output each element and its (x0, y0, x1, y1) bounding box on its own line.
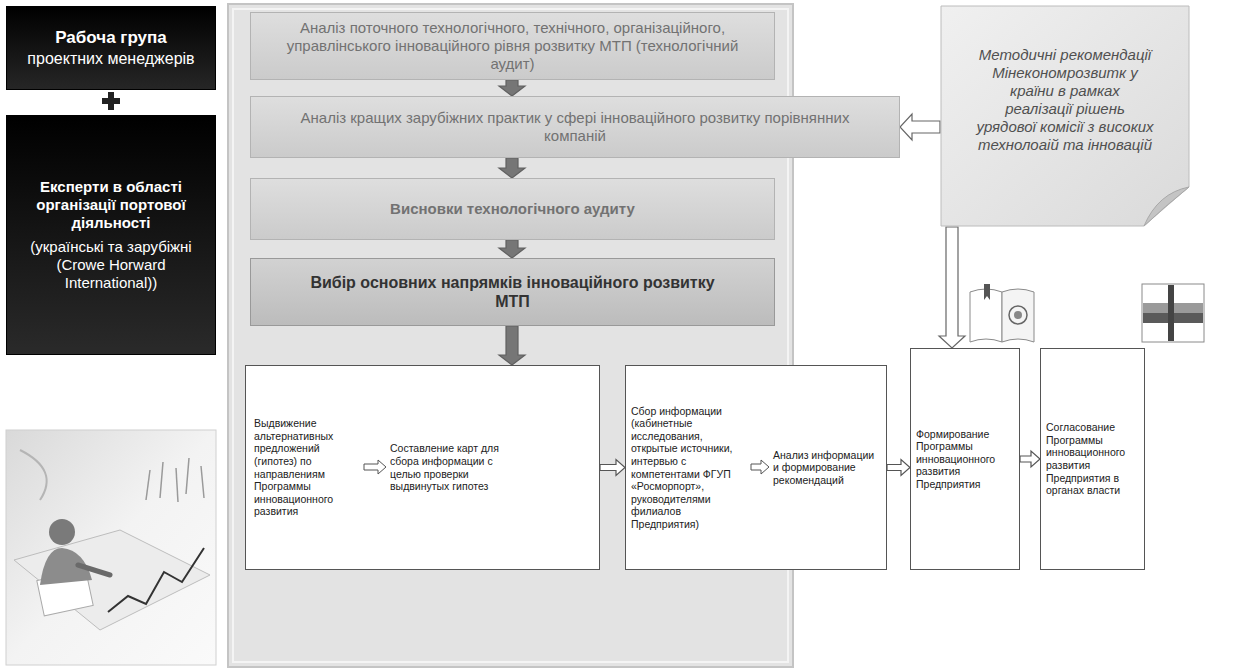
step-box: Сбор информации (кабинетные исследования… (625, 365, 887, 570)
note-shape: Методичні рекомендації Мінекономрозвитк … (940, 5, 1190, 227)
step-box-text: Формирование Программы инновационного ра… (916, 428, 1014, 491)
process-box: Аналіз кращих зарубіжних практик у сфері… (250, 96, 900, 158)
team-box-text: Рабоча група (14, 28, 208, 48)
flow-arrow (499, 326, 525, 365)
illustration-curve (20, 450, 47, 500)
plus-sign (108, 92, 114, 110)
book-page (1002, 289, 1034, 342)
flow-arrow (887, 460, 910, 476)
inner-arrow (751, 460, 769, 474)
process-box-text: Висновки технологічного аудиту (273, 200, 753, 218)
step-box-text: Анализ информации и формирование рекомен… (773, 449, 881, 487)
inner-arrow (364, 460, 386, 474)
process-box-text: Аналіз кращих зарубіжних практик у сфері… (295, 109, 855, 145)
experts-box-text: Експерти в області організації портової … (14, 178, 208, 232)
box-ground (1040, 348, 1145, 570)
flow-arrow (900, 114, 940, 140)
step-box-text: Выдвижение альтернативных предложений (г… (254, 417, 362, 518)
illustration-marks (146, 458, 204, 502)
note-curl (1144, 187, 1189, 226)
illustration-arm (78, 565, 110, 575)
step-box: Формирование Программы инновационного ра… (910, 348, 1020, 570)
book-emblem (1014, 311, 1022, 319)
flag-cross (1168, 285, 1174, 341)
process-box: Аналіз поточного технологічного, технічн… (250, 12, 775, 80)
process-box: Висновки технологічного аудиту (250, 178, 775, 240)
book-emblem (1009, 306, 1027, 324)
step-box: Выдвижение альтернативных предложений (г… (245, 365, 600, 570)
flow-arrow (1020, 451, 1040, 467)
experts-box-text: (українські та зарубіжні (Crowe Horward … (14, 238, 208, 292)
flow-arrow (499, 80, 525, 96)
flow-arrow (600, 460, 625, 476)
process-box: Вибір основних напрямків інноваційного р… (250, 258, 775, 326)
flag-frame (1142, 284, 1204, 342)
flow-arrow (939, 227, 965, 348)
illustration-ground (6, 430, 216, 665)
team-box: Рабоча групапроектних менеджерів (6, 6, 216, 90)
note-page (941, 6, 1189, 226)
process-box-text: Вибір основних напрямків інноваційного р… (298, 273, 728, 311)
box-ground (625, 365, 887, 570)
book-bookmark (984, 284, 990, 300)
team-box-text: проектних менеджерів (14, 49, 208, 68)
experts-box: Експерти в області організації портової … (6, 115, 216, 355)
flag-icon (1142, 284, 1204, 342)
box-ground (910, 348, 1020, 570)
note-shape-text: Методичні рекомендації Мінекономрозвитк … (975, 46, 1155, 154)
flow-arrow (499, 240, 525, 258)
illustration-head (49, 519, 75, 545)
box-ground (245, 365, 600, 570)
illustration-desk (14, 530, 210, 630)
book-icon (970, 284, 1034, 342)
step-box: Согласование Программы инновационного ра… (1040, 348, 1145, 570)
step-box-text: Составление карт для сбора информации с … (390, 442, 502, 492)
illustration-graph (108, 548, 204, 612)
step-box-text: Согласование Программы инновационного ра… (1046, 421, 1139, 497)
process-box-text: Аналіз поточного технологічного, технічн… (273, 19, 753, 73)
illustration (6, 430, 216, 665)
flow-arrow (499, 158, 525, 178)
step-box-text: Сбор информации (кабинетные исследования… (631, 405, 749, 531)
